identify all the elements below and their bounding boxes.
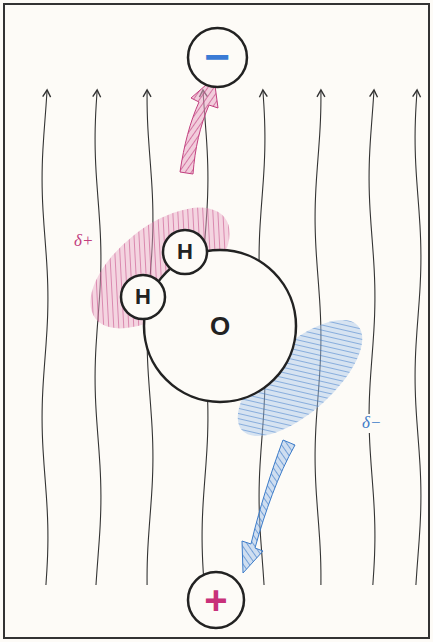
field-line — [369, 90, 375, 585]
field-lines — [42, 90, 421, 585]
oxygen-atom: O — [142, 248, 298, 404]
charge-label: δ+ — [72, 232, 95, 251]
force-arrow-up — [180, 78, 218, 174]
force-arrow-down — [242, 440, 295, 573]
node-label: + — [204, 580, 227, 620]
circle-outline — [188, 28, 247, 87]
negative-electrode: − — [186, 26, 249, 89]
node-label: − — [204, 35, 230, 79]
circle-outline — [163, 230, 207, 274]
field-line — [95, 90, 101, 585]
charge-label: δ− — [360, 414, 383, 433]
positive-electrode: + — [186, 570, 246, 630]
hydrogen-atom: H — [119, 273, 167, 321]
field-line — [415, 90, 421, 585]
frame-border — [4, 4, 429, 638]
node-label: H — [177, 241, 193, 263]
hydrogen-atom: H — [161, 228, 209, 276]
circle-outline — [144, 250, 296, 402]
node-label: H — [135, 286, 151, 308]
circle-outline — [188, 572, 244, 628]
node-label: O — [210, 313, 230, 339]
field-line — [42, 90, 48, 585]
circle-outline — [121, 275, 165, 319]
